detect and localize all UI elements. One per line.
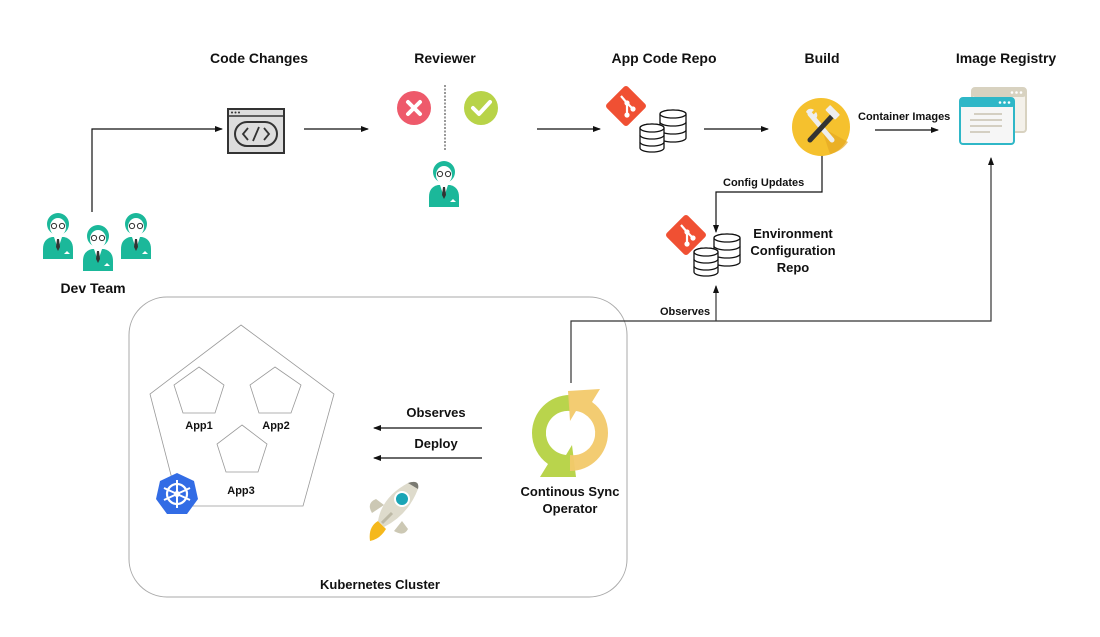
arrow-operator-to-registry xyxy=(570,157,994,383)
env-git-logo-icon xyxy=(666,215,706,255)
label-env-config-repo: Environment Configuration Repo xyxy=(750,225,835,276)
code-window-icon xyxy=(227,108,285,154)
sync-operator-line-1: Continous Sync xyxy=(520,484,620,499)
label-image-registry: Image Registry xyxy=(955,50,1057,66)
label-kubernetes-cluster: Kubernetes Cluster xyxy=(320,577,440,592)
kubernetes-logo-icon xyxy=(156,473,198,514)
app2-pentagon xyxy=(249,366,302,414)
sync-operator-line-2: Operator xyxy=(542,501,598,516)
label-app-code-repo: App Code Repo xyxy=(611,50,717,66)
build-tools-icon xyxy=(792,98,850,156)
label-code-changes: Code Changes xyxy=(209,50,309,66)
env-config-line-2: Configuration xyxy=(750,243,836,258)
label-sync-operator: Continous Sync Operator xyxy=(521,483,620,517)
app-label-1: App1 xyxy=(185,420,213,432)
image-registry-windows-icon xyxy=(959,87,1027,145)
reject-x-icon xyxy=(397,91,431,125)
app3-pentagon xyxy=(216,424,268,473)
edge-label-observes-cluster: Observes xyxy=(406,405,466,420)
edge-label-observes-repo: Observes xyxy=(660,306,711,318)
arrow-devteam-to-code xyxy=(91,126,223,212)
cluster-pentagon xyxy=(149,324,335,507)
reviewer-person-icon xyxy=(428,160,460,208)
edge-label-deploy: Deploy xyxy=(414,436,458,451)
app-label-3: App3 xyxy=(227,485,255,497)
env-database-stack-icon xyxy=(693,233,741,277)
git-logo-icon xyxy=(606,86,646,126)
app-label-2: App2 xyxy=(262,420,290,432)
arrow-build-to-envrepo xyxy=(713,152,823,233)
env-config-line-3: Repo xyxy=(776,260,810,275)
kubernetes-cluster-boundary xyxy=(128,296,628,598)
app1-pentagon xyxy=(173,366,225,414)
approve-check-icon xyxy=(464,91,498,125)
edge-label-container-images: Container Images xyxy=(858,111,951,123)
edge-label-config-updates: Config Updates xyxy=(723,177,805,189)
label-dev-team: Dev Team xyxy=(60,280,126,296)
sync-cycle-icon xyxy=(532,389,608,477)
label-reviewer: Reviewer xyxy=(414,50,476,66)
developer-group-icon xyxy=(42,212,152,272)
label-build: Build xyxy=(804,50,840,66)
env-config-line-1: Environment xyxy=(753,226,833,241)
rocket-icon xyxy=(369,481,419,541)
database-stack-icon xyxy=(639,109,687,153)
